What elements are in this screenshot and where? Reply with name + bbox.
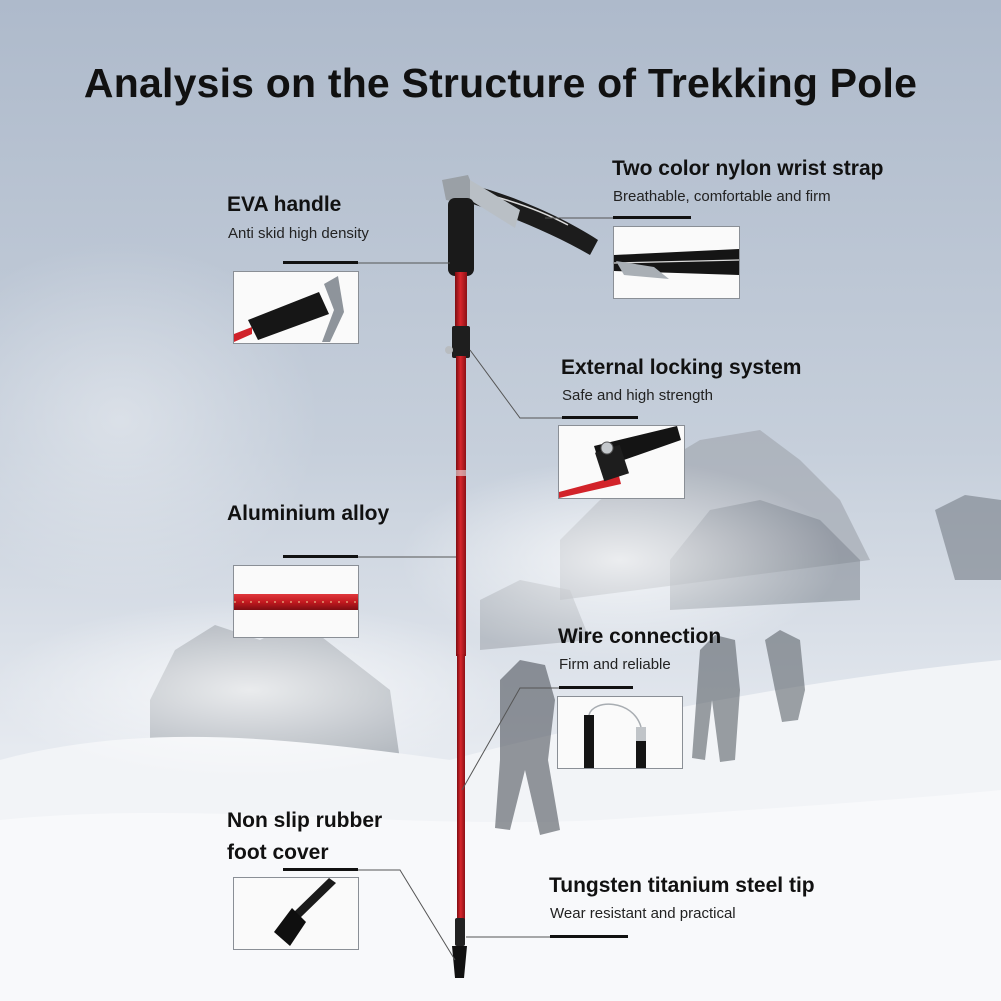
label-foot-cover-line2: foot cover: [227, 841, 329, 864]
thumb-eva-handle: [233, 271, 359, 344]
label-wrist-strap: Two color nylon wrist strap: [612, 157, 884, 180]
desc-locking-system: Safe and high strength: [562, 387, 713, 404]
desc-eva-handle: Anti skid high density: [228, 225, 369, 242]
thumb-locking-system: [558, 425, 685, 499]
label-locking-system: External locking system: [561, 356, 802, 379]
thumb-aluminium-alloy: [233, 565, 359, 638]
label-wire-connection: Wire connection: [558, 625, 722, 648]
accent-bar: [562, 416, 638, 419]
label-steel-tip: Tungsten titanium steel tip: [549, 874, 815, 897]
accent-bar: [283, 555, 358, 558]
accent-bar: [550, 935, 628, 938]
accent-bar: [283, 868, 358, 871]
label-foot-cover: Non slip rubber: [227, 809, 383, 832]
label-eva-handle: EVA handle: [227, 193, 342, 216]
thumb-foot-cover: [233, 877, 359, 950]
desc-wrist-strap: Breathable, comfortable and firm: [613, 188, 831, 205]
desc-wire-connection: Firm and reliable: [559, 656, 671, 673]
thumb-wire-connection: [557, 696, 683, 769]
desc-steel-tip: Wear resistant and practical: [550, 905, 736, 922]
accent-bar: [559, 686, 633, 689]
label-aluminium-alloy: Aluminium alloy: [227, 502, 390, 525]
trekking-pole: [442, 175, 598, 978]
accent-bar: [613, 216, 691, 219]
accent-bar: [283, 261, 358, 264]
page-title: Analysis on the Structure of Trekking Po…: [83, 60, 918, 106]
thumb-wrist-strap: [613, 226, 740, 299]
